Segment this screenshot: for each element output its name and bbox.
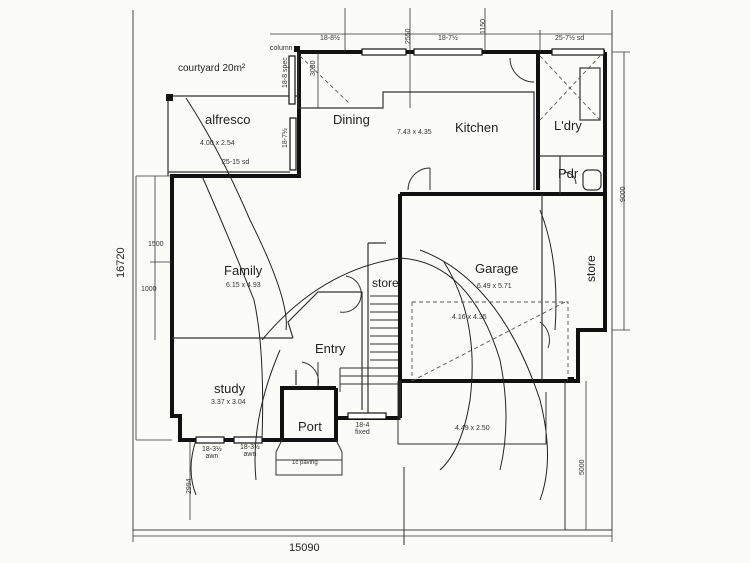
- room-size-kitchen: 7.43 x 4.35: [397, 129, 432, 136]
- stairs: [339, 295, 398, 392]
- column-markers: [166, 46, 574, 383]
- driveway-size: 4.49 x 2.50: [455, 425, 490, 432]
- room-label-entry: Entry: [315, 341, 346, 356]
- sliding-sweep-arcs: [185, 97, 557, 501]
- paving-label: 1c paving: [292, 460, 318, 466]
- dim-1000: 1000: [141, 286, 157, 293]
- window-label-w6: 25-15 sd: [222, 159, 250, 166]
- room-size-family: 6.15 x 4.93: [226, 282, 261, 289]
- room-label-laundry: L'dry: [554, 118, 582, 133]
- dim-3030: 3030: [310, 60, 317, 76]
- window-label-w5: 18-7½: [282, 128, 289, 148]
- windows: [195, 48, 605, 444]
- window-label-w1: 18-8½: [320, 35, 340, 42]
- room-label-porch: Port: [298, 419, 322, 434]
- room-size-garage: 6.49 x 5.71: [477, 283, 512, 290]
- window-label-w7: 18-4 fixed: [355, 422, 370, 436]
- column-label: column: [270, 45, 293, 52]
- room-label-powder: Pdr: [558, 166, 579, 181]
- exterior-walls: [170, 50, 607, 442]
- room-label-garage-store: store: [584, 255, 598, 282]
- room-label-courtyard: courtyard 20m²: [178, 63, 246, 74]
- door-swings: [301, 57, 577, 387]
- room-label-garage: Garage: [475, 261, 519, 276]
- dim-1150: 1150: [480, 18, 487, 34]
- room-size-study: 3.37 x 3.04: [211, 399, 246, 406]
- room-label-study: study: [214, 381, 246, 396]
- dashed-lines: [299, 55, 601, 382]
- dim-1500: 1500: [148, 241, 164, 248]
- room-label-store: store: [372, 276, 399, 290]
- dim-9000: 9000: [620, 186, 627, 202]
- dim-2994: 2994: [186, 478, 193, 494]
- room-label-alfresco: alfresco: [205, 112, 251, 127]
- window-label-w9: 18-3½ awn: [240, 444, 260, 458]
- window-label-w4: 18-8 spec: [282, 57, 289, 88]
- interior-lines: [167, 52, 605, 420]
- room-label-family: Family: [224, 263, 263, 278]
- dim-16720: 16720: [115, 247, 127, 278]
- window-label-w8: 18-3½ awn: [202, 446, 222, 460]
- room-label-dining: Dining: [333, 112, 370, 127]
- dim-15090: 15090: [289, 542, 320, 554]
- window-label-w3: 25-7½ sd: [555, 35, 585, 42]
- room-label-kitchen: Kitchen: [455, 120, 499, 135]
- dim-5000: 5000: [579, 459, 586, 475]
- dim-2550: 2550: [405, 28, 412, 44]
- dimension-lines: [132, 8, 630, 542]
- room-size-alfresco: 4.00 x 2.54: [200, 140, 235, 147]
- room-size-garage-inner: 4.16 x 4.35: [452, 314, 487, 321]
- driveway-outline: [275, 381, 566, 545]
- window-label-w2: 18-7½: [438, 35, 458, 42]
